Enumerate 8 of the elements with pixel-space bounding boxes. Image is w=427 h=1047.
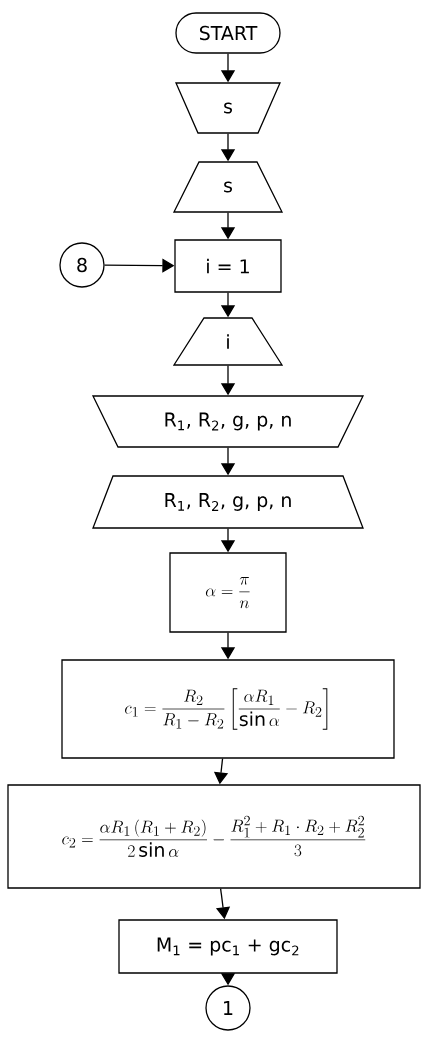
process-box: i = 1 xyxy=(174,239,282,293)
output-trapezoid: R$_{1}$, R$_{2}$, g, p, n xyxy=(92,475,364,529)
input-trapezoid: s xyxy=(175,82,281,134)
process-box: $c_2 = \frac{\alpha R_1\,(R_1 + R_2)}{2\sin\alpha} - \frac{R_1^2 + R_1\cdot R_2 + R_2^2}{3}$ xyxy=(7,784,421,889)
process-box: M$_{1}$ = pc$_{1}$ + gc$_{2}$ xyxy=(118,919,338,974)
process-box: $\alpha = \frac{\pi}{n}$ xyxy=(169,552,287,633)
process-box: $c_1 = \frac{R_2}{R_1 - R_2}\left[\frac{\alpha R_1}{\sin\alpha} - R_2\right]$ xyxy=(61,659,395,759)
terminal-box: START xyxy=(175,12,281,54)
